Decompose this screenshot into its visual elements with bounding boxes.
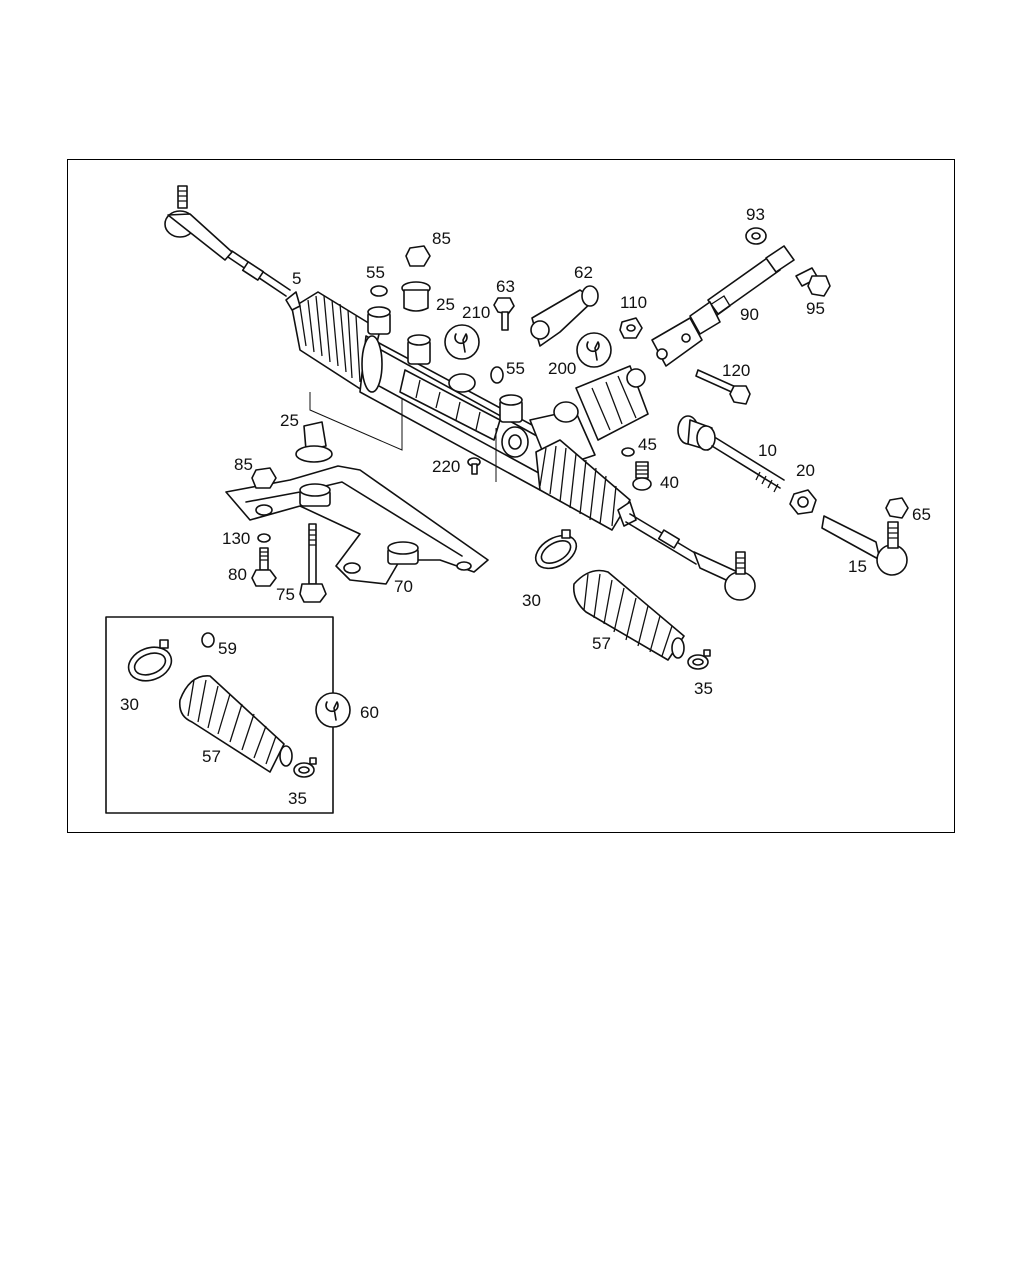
callout-63: 63 xyxy=(496,277,515,296)
kit-bellows-boot-57 xyxy=(178,675,293,773)
washer-55-mid xyxy=(490,366,504,384)
callout-30: 30 xyxy=(522,591,541,610)
callout-40: 40 xyxy=(660,473,679,492)
bellows-boot-57 xyxy=(572,569,685,661)
callout-130: 130 xyxy=(222,529,250,548)
callout-55-mid: 55 xyxy=(506,359,525,378)
callout-210: 210 xyxy=(462,303,490,322)
wrench-icon xyxy=(444,324,480,360)
callout-110: 110 xyxy=(620,293,647,312)
housing-mount-right xyxy=(448,373,523,423)
callout-35: 35 xyxy=(694,679,713,698)
callout-35-kit: 35 xyxy=(288,789,307,808)
callout-20: 20 xyxy=(796,461,815,480)
callout-120: 120 xyxy=(722,361,750,380)
wrench-icon xyxy=(576,332,612,368)
nut-110 xyxy=(619,317,643,339)
kit-clip-35 xyxy=(293,757,317,778)
kit-clamp-30 xyxy=(127,639,173,682)
callout-65: 65 xyxy=(912,505,931,524)
bushing-25-top xyxy=(401,281,431,312)
clip-35 xyxy=(687,649,711,670)
left-tie-rod-end xyxy=(164,185,291,297)
nut-85-lower xyxy=(251,467,277,489)
nut-20 xyxy=(789,489,817,515)
right-bellows-boot xyxy=(535,439,637,531)
callout-55-top: 55 xyxy=(366,263,385,282)
callout-59-kit: 59 xyxy=(218,639,237,658)
wrench-icon xyxy=(315,692,351,728)
screw-220 xyxy=(467,457,481,475)
housing-mount-left xyxy=(367,306,431,365)
callout-60-kit: 60 xyxy=(360,703,379,722)
callout-25-top: 25 xyxy=(436,295,455,314)
bracket-62 xyxy=(530,285,599,347)
nut-85-top xyxy=(405,245,431,267)
washer-55-top xyxy=(370,285,388,297)
callout-85-top: 85 xyxy=(432,229,451,248)
callout-62: 62 xyxy=(574,263,593,282)
callout-57: 57 xyxy=(592,634,611,653)
callout-80: 80 xyxy=(228,565,247,584)
callout-5: 5 xyxy=(292,269,301,288)
bolt-75 xyxy=(299,523,327,603)
nut-65 xyxy=(885,497,909,519)
diagram-frame xyxy=(67,159,955,833)
callout-57-kit: 57 xyxy=(202,747,221,766)
kit-seal-ring-59 xyxy=(201,632,215,648)
callout-30-kit: 30 xyxy=(120,695,139,714)
bolt-120 xyxy=(695,369,751,405)
fitting-40 xyxy=(632,461,652,491)
clamp-30 xyxy=(534,529,578,570)
bolt-63 xyxy=(493,297,515,331)
callout-45: 45 xyxy=(638,435,657,454)
callout-75: 75 xyxy=(276,585,295,604)
callout-85-lower: 85 xyxy=(234,455,253,474)
callout-15: 15 xyxy=(848,557,867,576)
washer-130 xyxy=(257,533,271,543)
callout-10: 10 xyxy=(758,441,777,460)
steering-coupling-shaft-90 xyxy=(651,245,795,367)
washer-93 xyxy=(745,227,767,245)
bolt-80 xyxy=(251,547,277,587)
bushing-25-lower xyxy=(295,421,333,463)
steering-rack-assembly xyxy=(164,185,756,601)
seal-ring-45 xyxy=(621,447,635,457)
right-tie-rod-end xyxy=(625,513,756,601)
bolt-95 xyxy=(795,267,831,297)
callout-93: 93 xyxy=(746,205,765,224)
callout-90: 90 xyxy=(740,305,759,324)
callout-95: 95 xyxy=(806,299,825,318)
callout-220: 220 xyxy=(432,457,460,476)
callout-labels: 5 55 85 25 63 62 210 55 200 110 93 90 95… xyxy=(120,205,931,808)
leader-lines xyxy=(309,392,497,482)
power-steering-valve-200 xyxy=(553,365,649,441)
outer-tie-rod-end-15 xyxy=(821,515,908,576)
callout-70: 70 xyxy=(394,577,413,596)
callout-200: 200 xyxy=(548,359,576,378)
callout-25-lower: 25 xyxy=(280,411,299,430)
mounting-bracket-70 xyxy=(225,465,489,585)
inner-tie-rod-10 xyxy=(677,415,785,493)
